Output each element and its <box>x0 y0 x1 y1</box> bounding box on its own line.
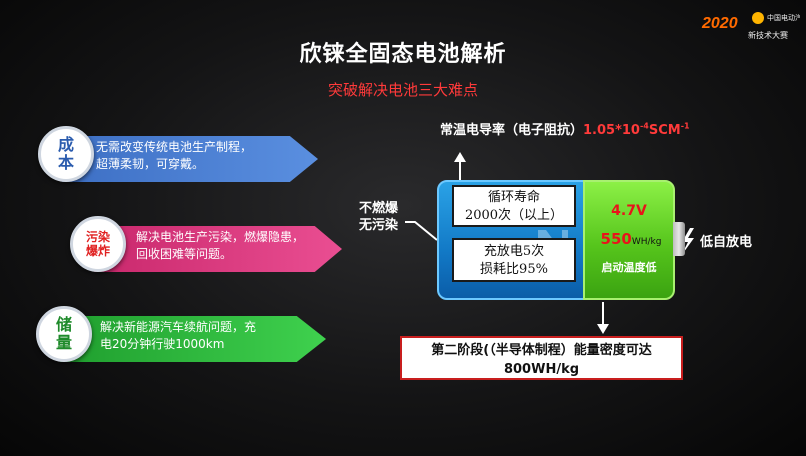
battery-green-section <box>583 180 675 300</box>
conductivity-value: 1.05*10-4SCM-1 <box>583 121 690 138</box>
page-title: 欣铼全固态电池解析 <box>299 42 507 67</box>
page-subtitle: 突破解决电池三大难点 <box>327 81 478 99</box>
conductivity-unit-exponent: -1 <box>680 121 690 131</box>
storage-callout: 解决新能源汽车续航问题，充 电20分钟行驶1000km 储量 <box>36 306 326 368</box>
pollution-badge-line2: 爆炸 <box>85 244 110 258</box>
lightning-icon <box>681 228 694 256</box>
no-explode-line2: 无污染 <box>359 218 399 233</box>
pollution-text-line2: 回收困难等问题。 <box>136 247 233 261</box>
phase2-line1: 第二阶段(（半导体制程）能量密度可达 <box>431 343 652 358</box>
charge-line1: 充放电5次 <box>483 244 545 259</box>
cost-text-line1: 无需改变传统电池生产制程， <box>96 140 253 154</box>
pollution-text: 解决电池生产污染，燃爆隐患， 回收困难等问题。 <box>136 229 304 263</box>
no-explode-line1: 不燃爆 <box>359 201 399 216</box>
no-explode-label: 不燃爆 无污染 <box>359 200 398 234</box>
battery-terminal <box>673 222 685 256</box>
storage-text-line2: 电20分钟行驶1000km <box>100 337 225 351</box>
pollution-callout: 解决电池生产污染，燃爆隐患， 回收困难等问题。 污染 爆炸 <box>70 216 342 278</box>
storage-text-line1: 解决新能源汽车续航问题，充 <box>100 320 257 334</box>
cost-badge: 成本 <box>38 126 94 182</box>
pointer-line <box>405 221 438 241</box>
cost-callout: 无需改变传统电池生产制程， 超薄柔韧，可穿戴。 成本 <box>38 126 318 188</box>
logo-number: 2020 <box>701 15 738 32</box>
cost-banner <box>62 136 318 182</box>
cycle-line1: 循环寿命 <box>487 190 540 205</box>
voltage-value: 4.7V <box>611 203 647 219</box>
pollution-badge-label: 污染 爆炸 <box>86 230 110 258</box>
down-arrow-icon <box>597 324 609 334</box>
up-arrow-icon <box>454 152 466 162</box>
logo-mark-icon <box>752 12 764 24</box>
storage-banner <box>60 316 326 362</box>
charge-line2: 损耗比95% <box>480 262 548 277</box>
pollution-badge: 污染 爆炸 <box>70 216 126 272</box>
pollution-banner <box>94 226 342 272</box>
conductivity-exponent: -4 <box>639 121 649 131</box>
phase2-line2: 800WH/kg <box>503 362 580 377</box>
cycle-line2: 2000次（以上） <box>464 208 564 223</box>
pollution-text-line1: 解决电池生产污染，燃爆隐患， <box>136 230 305 244</box>
low-temp-label: 启动温度低 <box>601 261 657 274</box>
pollution-badge-line1: 污染 <box>85 230 110 244</box>
energy-unit: WH/kg <box>631 237 662 247</box>
cost-text: 无需改变传统电池生产制程， 超薄柔韧，可穿戴。 <box>96 139 252 173</box>
logo-line1: 中国电动汽车 <box>767 13 800 22</box>
cycle-life-box: 循环寿命 2000次（以上） <box>452 185 576 227</box>
energy-density: 550WH/kg <box>586 229 676 248</box>
conductivity-unit: SCM <box>648 123 681 138</box>
energy-value: 550 <box>600 230 632 248</box>
low-discharge-label: 低自放电 <box>700 235 753 250</box>
phase2-box: 第二阶段(（半导体制程）能量密度可达 800WH/kg <box>400 336 683 380</box>
cost-badge-label: 成本 <box>57 135 74 172</box>
storage-badge-label: 储量 <box>55 315 72 352</box>
charge-loss-box: 充放电5次 损耗比95% <box>452 238 576 282</box>
storage-text: 解决新能源汽车续航问题，充 电20分钟行驶1000km <box>100 319 256 353</box>
storage-badge: 储量 <box>36 306 92 362</box>
cost-text-line2: 超薄柔韧，可穿戴。 <box>96 157 205 171</box>
conductivity-label: 常温电导率（电子阻抗）1.05*10-4SCM-1 <box>440 119 690 138</box>
logo-graphic: 2020 中国电动汽车 新技术大赛 <box>701 12 806 40</box>
conductivity-base: 1.05*10 <box>583 123 640 138</box>
conductivity-text: 常温电导率（电子阻抗） <box>440 123 584 138</box>
logo-line2: 新技术大赛 <box>748 30 788 40</box>
event-logo: 2020 中国电动汽车 新技术大赛 <box>700 8 806 44</box>
